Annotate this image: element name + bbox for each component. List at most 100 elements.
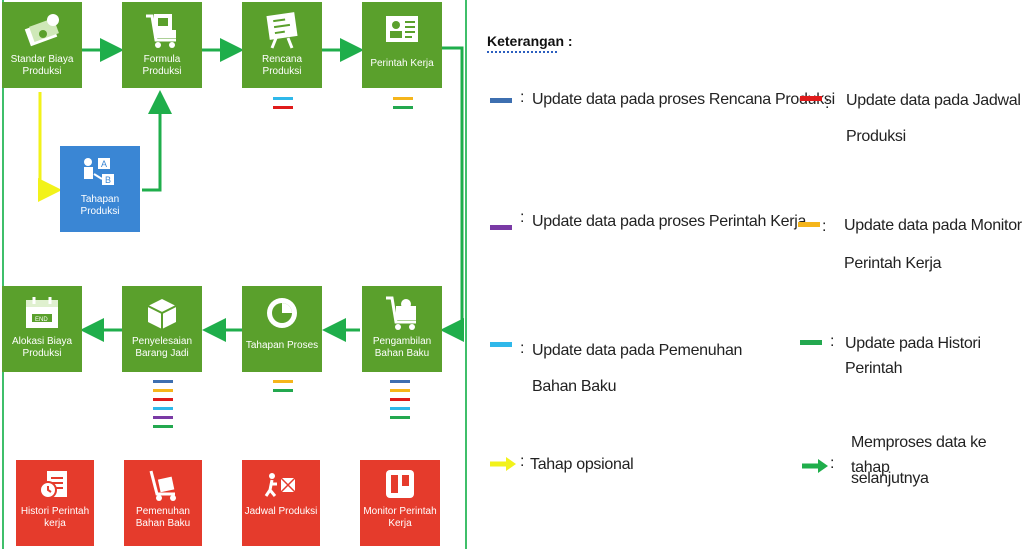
bar-jadwal xyxy=(390,398,410,401)
box-icon xyxy=(147,299,177,329)
delivery-icon xyxy=(264,473,296,497)
legend-colon: : xyxy=(822,218,827,235)
legend-memproses-line1: Memproses data ke tahap xyxy=(851,434,987,476)
bar-rencana xyxy=(153,380,173,383)
yellow-arrow-icon xyxy=(490,457,516,471)
bar-monitor xyxy=(153,389,173,392)
update-bars-tahapan-proses xyxy=(273,380,293,398)
tile-penyelesaian-barang-jadi: Penyelesaian Barang Jadi xyxy=(122,286,202,372)
bar-pemenuhan xyxy=(153,407,173,410)
legend-title: Keterangan : xyxy=(487,33,573,49)
legend-memproses-line2: selanjutnya xyxy=(851,470,929,487)
legend-monitor-line2: Perintah Kerja xyxy=(844,255,942,272)
update-bars-penyelesaian xyxy=(153,380,173,434)
arrow-perintah-to-pengambilan xyxy=(440,46,464,342)
legend-opsional: Tahap opsional xyxy=(530,456,634,473)
tile-label: Jadwal Produksi xyxy=(244,506,318,517)
swatch-rencana xyxy=(490,98,512,103)
tile-label: Histori Perintah kerja xyxy=(20,506,90,529)
tile-label: Rencana Produksi xyxy=(261,54,303,77)
tile-label: Alokasi Biaya Produksi xyxy=(11,336,73,359)
bar-histori xyxy=(393,106,413,109)
tile-tahapan-produksi: A B Tahapan Produksi xyxy=(60,146,140,232)
tile-label: Standar Biaya Produksi xyxy=(10,54,74,77)
bar-histori xyxy=(273,389,293,392)
kanban-icon xyxy=(386,470,414,498)
tile-label: Penyelesaian Barang Jadi xyxy=(131,336,193,359)
legend-panel: Keterangan : : Update data pada proses R… xyxy=(470,0,1024,549)
legend-jadwal-line1: Update data pada Jadwal xyxy=(846,92,1021,109)
svg-text:B: B xyxy=(105,175,111,185)
legend-title-underline xyxy=(487,49,557,53)
tile-perintah-kerja: Perintah Kerja xyxy=(362,2,442,88)
tile-label: Tahapan Produksi xyxy=(80,194,120,217)
diagram-frame xyxy=(2,0,467,549)
id-card-icon xyxy=(386,16,418,42)
bar-histori xyxy=(390,416,410,419)
handcart-icon xyxy=(149,470,176,501)
tile-pengambilan-bahan-baku: Pengambilan Bahan Baku xyxy=(362,286,442,372)
flow-arrows xyxy=(38,38,464,342)
legend-perintah: Update data pada proses Perintah Kerja xyxy=(532,213,807,230)
legend-colon: : xyxy=(520,89,525,106)
green-arrow-icon xyxy=(802,459,828,473)
tile-formula-produksi: Formula Produksi xyxy=(122,2,202,88)
swatch-histori xyxy=(800,340,822,345)
swatch-jadwal xyxy=(800,96,822,101)
tile-histori-perintah-kerja: Histori Perintah kerja xyxy=(16,460,94,546)
tile-monitor-perintah-kerja: Monitor Perintah Kerja xyxy=(360,460,440,546)
svg-text:A: A xyxy=(101,159,107,169)
legend-monitor-line1: Update data pada Monitor xyxy=(844,217,1022,234)
bar-monitor xyxy=(393,97,413,100)
legend-pemenuhan-line1: Update data pada Pemenuhan xyxy=(532,342,743,359)
legend-colon: : xyxy=(520,340,525,357)
update-bars-pengambilan xyxy=(390,380,410,425)
legend-colon: : xyxy=(830,333,835,350)
swatch-pemenuhan xyxy=(490,342,512,347)
bar-monitor xyxy=(273,380,293,383)
timer-icon xyxy=(267,298,297,328)
tile-jadwal-produksi: Jadwal Produksi xyxy=(242,460,320,546)
legend-rencana: Update data pada proses Rencana Produksi xyxy=(532,91,835,108)
tile-label: Perintah Kerja xyxy=(370,58,434,69)
swatch-monitor xyxy=(798,222,820,227)
update-bars-rencana xyxy=(273,97,293,115)
bar-perintah xyxy=(153,416,173,419)
tile-rencana-produksi: Rencana Produksi xyxy=(242,2,322,88)
tile-label: Monitor Perintah Kerja xyxy=(363,506,437,529)
steps-ab-icon: A B xyxy=(84,158,114,185)
tile-pemenuhan-bahan-baku: Pemenuhan Bahan Baku xyxy=(124,460,202,546)
trolley-icon xyxy=(386,296,416,330)
tile-label: Pemenuhan Bahan Baku xyxy=(135,506,191,529)
tile-label: Pengambilan Bahan Baku xyxy=(372,336,432,359)
update-bars-perintah xyxy=(393,97,413,115)
bar-jadwal xyxy=(153,398,173,401)
tile-label: Tahapan Proses xyxy=(245,340,319,351)
legend-jadwal-line2: Produksi xyxy=(846,128,906,145)
board-icon xyxy=(266,12,298,49)
tile-alokasi-biaya-produksi: END Alokasi Biaya Produksi xyxy=(2,286,82,372)
swatch-perintah xyxy=(490,225,512,230)
legend-pemenuhan-line2: Bahan Baku xyxy=(532,378,617,395)
bar-rencana xyxy=(390,380,410,383)
legend-colon: : xyxy=(830,455,835,472)
svg-text:END: END xyxy=(35,317,48,323)
process-diagram: Standar Biaya Produksi Formula Produksi … xyxy=(0,0,470,549)
tile-label: Formula Produksi xyxy=(142,54,182,77)
bar-jadwal xyxy=(273,106,293,109)
bar-pemenuhan xyxy=(390,407,410,410)
calendar-end-icon: END xyxy=(26,297,58,328)
tile-standar-biaya-produksi: Standar Biaya Produksi xyxy=(2,2,82,88)
cart-formula-icon xyxy=(146,14,176,48)
legend-colon: : xyxy=(520,453,525,470)
bar-monitor xyxy=(390,389,410,392)
legend-colon: : xyxy=(825,95,830,112)
bar-histori xyxy=(153,425,173,428)
legend-histori: Update pada Histori Perintah xyxy=(845,335,981,377)
legend-colon: : xyxy=(520,209,525,226)
money-icon xyxy=(24,14,59,47)
bar-pemenuhan xyxy=(273,97,293,100)
arrow-tahapan-to-formula xyxy=(142,90,172,192)
tile-tahapan-proses: Tahapan Proses xyxy=(242,286,322,372)
history-doc-icon xyxy=(39,471,67,499)
